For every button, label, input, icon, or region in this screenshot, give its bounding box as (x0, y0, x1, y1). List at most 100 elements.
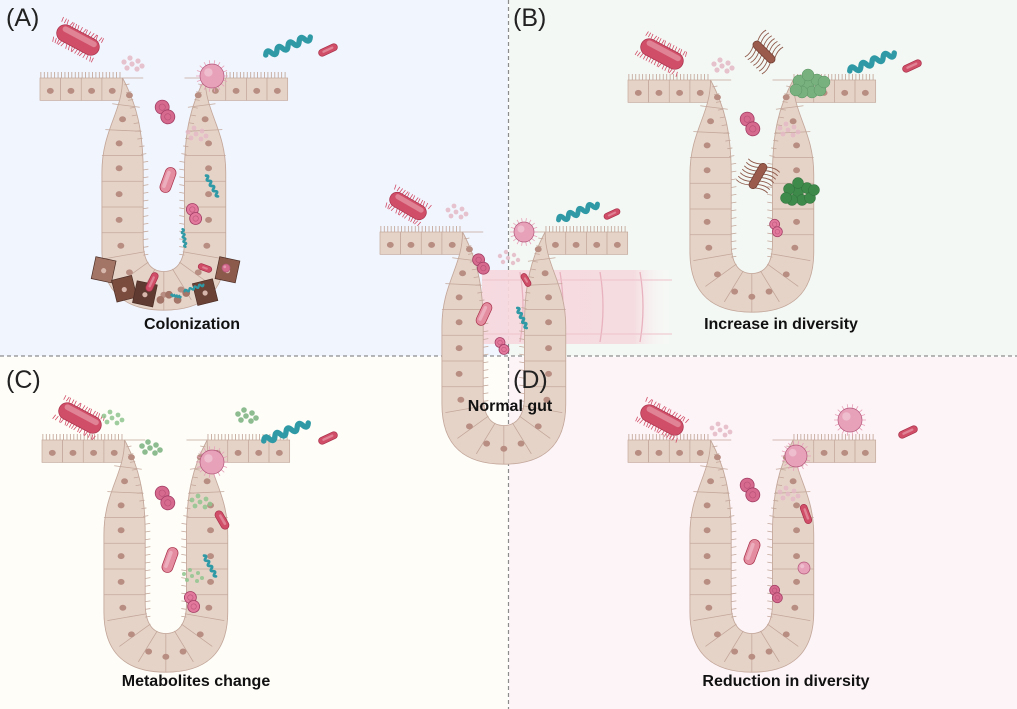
rod-bacterium (53, 395, 107, 441)
cell-nucleus (790, 478, 797, 484)
caption-reduction-diversity: Reduction in diversity (666, 673, 906, 691)
crypt-tissue-group (40, 72, 876, 672)
cell-nucleus (704, 193, 711, 199)
cell-nucleus (203, 243, 210, 249)
microvilli (381, 226, 625, 232)
cell-nucleus (793, 219, 800, 225)
cell-nucleus (255, 450, 262, 456)
rod-bacterium (635, 31, 689, 77)
cell-nucleus (253, 88, 260, 94)
microvilli (41, 72, 285, 78)
rod-bacterium (158, 166, 177, 194)
cell-nucleus (656, 90, 663, 96)
metabolite-cluster (235, 407, 259, 424)
rod-bacterium (51, 17, 105, 63)
rod-bacterium (317, 431, 338, 446)
panel-d-label: (D) (513, 366, 548, 395)
cell-nucleus (676, 450, 683, 456)
cell-nucleus (705, 605, 712, 611)
cell-nucleus (207, 527, 214, 533)
cell-nucleus (116, 140, 123, 146)
caption-colonization: Colonization (92, 316, 292, 334)
cell-nucleus (118, 553, 125, 559)
cell-nucleus (119, 605, 126, 611)
cell-nucleus (126, 269, 133, 275)
cell-nucleus (862, 90, 869, 96)
spiral-bacterium (849, 50, 896, 74)
cell-nucleus (714, 454, 721, 460)
cell-nucleus (614, 242, 621, 248)
cell-nucleus (118, 502, 125, 508)
cell-nucleus (466, 423, 473, 429)
cell-nucleus (790, 118, 797, 124)
intestine-tube (482, 270, 672, 344)
cell-nucleus (705, 245, 712, 251)
cell-nucleus (483, 441, 490, 447)
metabolite-cluster (710, 422, 733, 438)
cell-nucleus (233, 88, 240, 94)
cell-nucleus (656, 450, 663, 456)
metabolite-cluster (102, 410, 125, 426)
cell-nucleus (197, 631, 204, 637)
cell-nucleus (207, 579, 214, 585)
cell-nucleus (204, 478, 211, 484)
cell-nucleus (126, 92, 133, 98)
cell-nucleus (862, 450, 869, 456)
cell-nucleus (408, 242, 415, 248)
cell-nucleus (635, 90, 642, 96)
coccus-bacterium (510, 218, 538, 246)
metabolite-cluster (498, 250, 520, 265)
microvilli (43, 434, 287, 440)
cell-nucleus (635, 450, 642, 456)
cell-nucleus (121, 478, 128, 484)
cell-nucleus (793, 167, 800, 173)
cell-nucleus (428, 242, 435, 248)
cell-nucleus (748, 654, 755, 660)
rod-bacterium (897, 425, 918, 440)
spiral-bacterium (557, 202, 598, 223)
metabolite-cluster (139, 439, 163, 456)
cell-debris (157, 296, 165, 304)
panel-b-label: (B) (513, 4, 546, 33)
cell-nucleus (212, 88, 219, 94)
cell-nucleus (68, 88, 75, 94)
cell-nucleus (552, 242, 559, 248)
panel-a-label: (A) (6, 4, 39, 33)
cell-nucleus (456, 294, 463, 300)
diplococcus-bacterium (153, 484, 178, 513)
cell-nucleus (205, 165, 212, 171)
spiral-bacterium (265, 34, 312, 58)
cell-nucleus (766, 289, 773, 295)
cell-nucleus (117, 243, 124, 249)
cell-nucleus (783, 271, 790, 277)
rod-bacterium (603, 208, 621, 221)
cell-nucleus (456, 319, 463, 325)
cell-nucleus (274, 88, 281, 94)
caption-increase-diversity: Increase in diversity (666, 316, 896, 334)
cell-nucleus (90, 450, 97, 456)
cell-nucleus (731, 289, 738, 295)
rod-bacterium (317, 43, 338, 58)
cell-nucleus (714, 94, 721, 100)
diplococcus-bacterium (153, 98, 178, 127)
coccus-bacterium (222, 264, 230, 272)
cell-nucleus (202, 116, 209, 122)
caption-metabolites-change: Metabolites change (86, 673, 306, 691)
cell-nucleus (593, 242, 600, 248)
cell-nucleus (714, 631, 721, 637)
panel-c-label: (C) (6, 366, 41, 395)
cell-nucleus (449, 242, 456, 248)
cell-nucleus (195, 92, 202, 98)
diplococcus-bacterium (738, 110, 763, 139)
cell-nucleus (276, 450, 283, 456)
coccus-bacterium (798, 562, 810, 574)
cell-nucleus (456, 345, 463, 351)
cell-nucleus (821, 450, 828, 456)
metabolite-cluster (711, 57, 734, 73)
cell-nucleus (841, 450, 848, 456)
cell-nucleus (116, 217, 123, 223)
cell-nucleus (731, 649, 738, 655)
cell-nucleus (766, 649, 773, 655)
cell-nucleus (704, 579, 711, 585)
